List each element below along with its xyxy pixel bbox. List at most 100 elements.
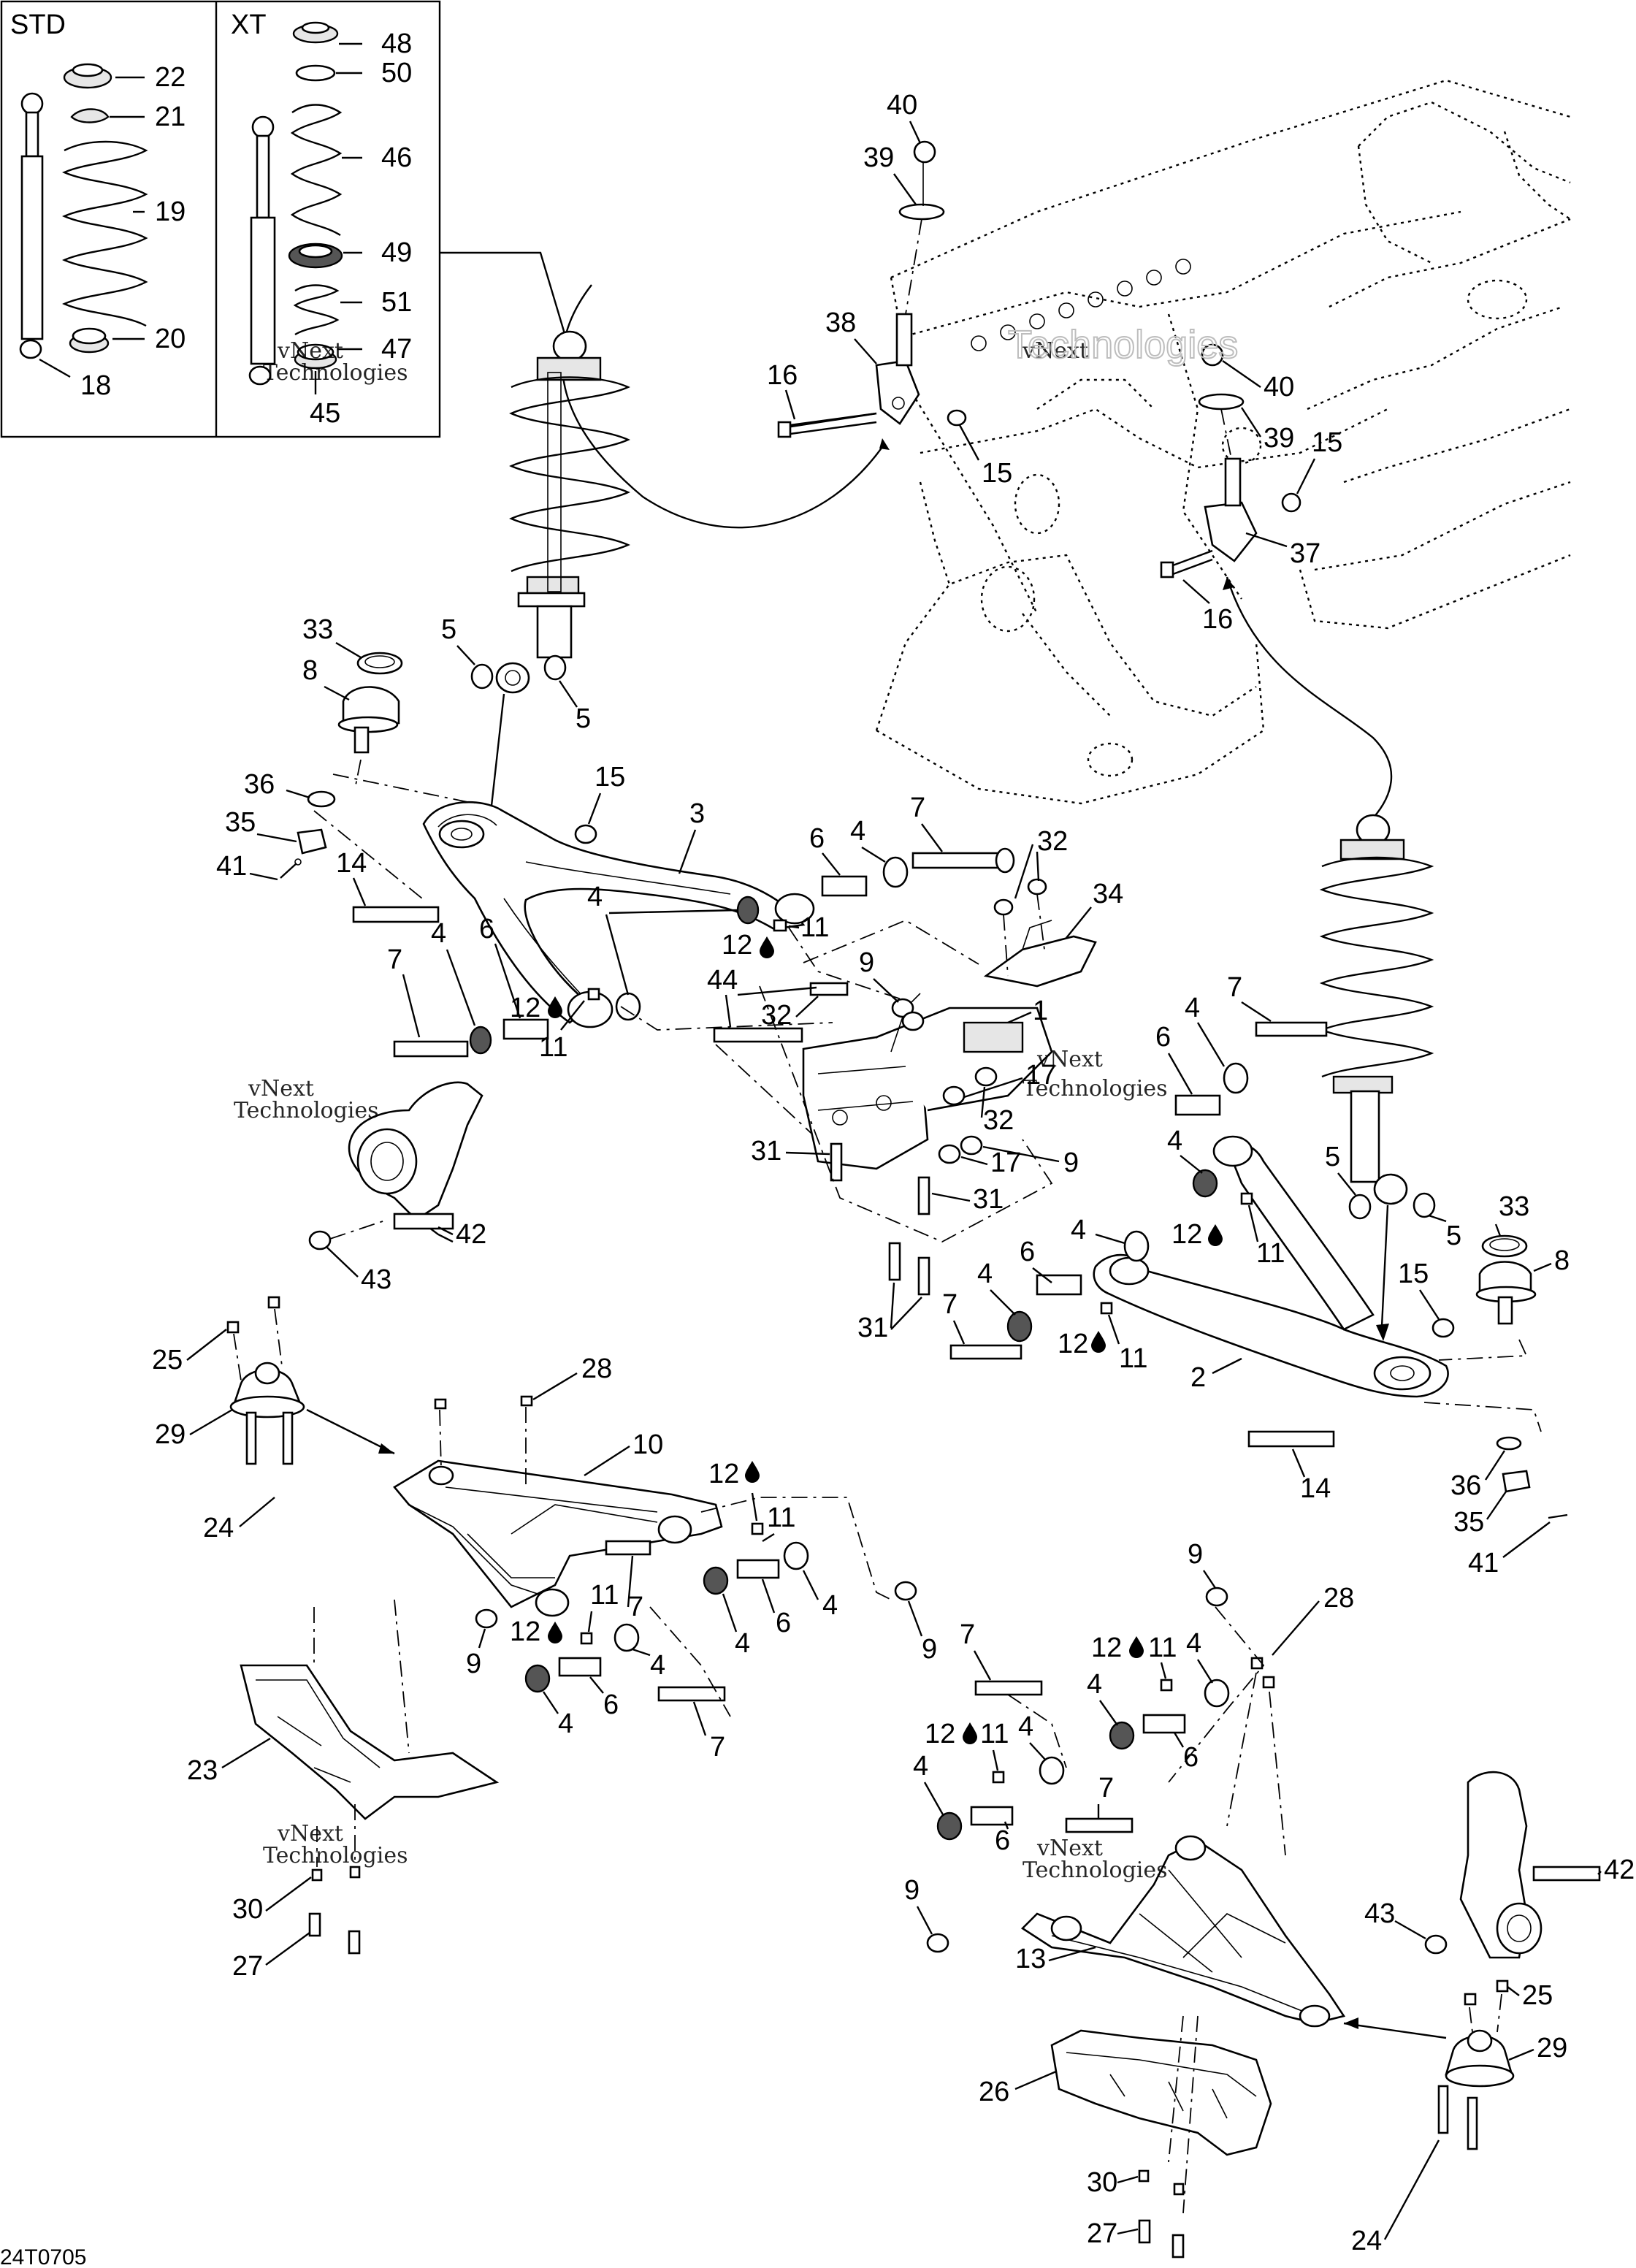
callout-11-h: 11 — [980, 1719, 1009, 1749]
callout-9-d: 9 — [922, 1634, 937, 1665]
callout-2: 2 — [1190, 1362, 1206, 1393]
callout-31-b: 31 — [973, 1184, 1004, 1215]
callout-10: 10 — [632, 1429, 663, 1460]
callout-9-a: 9 — [859, 947, 874, 978]
callout-11-c: 11 — [1256, 1238, 1285, 1269]
bushing-4-c — [469, 1026, 492, 1055]
callout-7-f: 7 — [710, 1732, 725, 1763]
nut-9-g — [926, 1933, 949, 1953]
callout-40-top: 40 — [887, 90, 917, 121]
cotter-pin-41-right — [1548, 1513, 1568, 1519]
std-spring-retainer — [70, 108, 110, 123]
svg-text:vNext: vNext — [277, 1821, 343, 1847]
callout-11-e: 11 — [767, 1503, 795, 1533]
callout-25-left: 25 — [152, 1345, 183, 1375]
grease-fitting-11-f — [580, 1632, 593, 1645]
callout-5-d: 5 — [1446, 1221, 1461, 1251]
front-center-bracket — [802, 993, 1053, 1170]
callout-17-a: 17 — [1025, 1060, 1056, 1091]
callout-39-mid: 39 — [1264, 423, 1294, 454]
callout-35-right: 35 — [1453, 1507, 1484, 1538]
callout-13: 13 — [1015, 1944, 1046, 1974]
bolt-44 — [713, 1027, 803, 1043]
sleeve-6-g — [1142, 1714, 1186, 1734]
callout-6-h: 6 — [995, 1825, 1010, 1856]
nut-28-d — [1262, 1676, 1275, 1689]
nut-9-b — [901, 1011, 925, 1031]
callout-4-k: 4 — [558, 1708, 573, 1739]
callout-41-right: 41 — [1468, 1548, 1499, 1578]
callout-35-left: 35 — [225, 807, 256, 838]
xt-upper-spring — [290, 104, 343, 237]
nut-9-a — [891, 998, 914, 1018]
xt-inset-title: XT — [231, 9, 267, 40]
bushing-4-o — [1039, 1756, 1065, 1785]
nut-25-d — [1496, 1979, 1509, 1993]
bushing-4-m — [1204, 1679, 1230, 1708]
nut-9-c — [960, 1135, 983, 1156]
callout-21: 21 — [155, 102, 186, 132]
callout-12-e: 12 — [708, 1459, 739, 1489]
nut-15-mid — [1281, 492, 1301, 513]
callout-11-d: 11 — [1119, 1343, 1147, 1374]
nut-28-a — [434, 1398, 447, 1410]
washer-39-mid — [1198, 393, 1245, 411]
callout-5-c: 5 — [1325, 1142, 1340, 1172]
sleeve-6-f — [558, 1657, 602, 1677]
callout-42-right: 42 — [1604, 1855, 1635, 1885]
screw-27-b — [348, 1930, 361, 1955]
callout-11-f: 11 — [590, 1580, 619, 1611]
callout-9-b: 9 — [1063, 1148, 1079, 1178]
nut-32-b — [1027, 878, 1047, 896]
lower-a-arm-left — [393, 1459, 723, 1617]
bushing-4-i — [703, 1566, 729, 1595]
callout-6-f: 6 — [603, 1689, 619, 1720]
callout-49: 49 — [381, 237, 412, 268]
grease-fitting-11-a — [773, 919, 787, 932]
callout-27-right: 27 — [1087, 2218, 1117, 2249]
callout-4-b: 4 — [587, 882, 603, 912]
bushing-4-l — [614, 1623, 640, 1652]
sleeve-6-c — [1174, 1094, 1221, 1116]
skid-plate-bracket-34 — [983, 920, 1097, 988]
callout-12-h: 12 — [925, 1719, 955, 1749]
skid-plate-right — [1050, 2029, 1272, 2156]
washer-30-a — [311, 1868, 323, 1882]
steering-knuckle-left — [348, 1081, 483, 1243]
bolt-7-f — [657, 1686, 726, 1702]
bushing-4-b — [882, 856, 909, 888]
bolt-7-d — [949, 1344, 1022, 1360]
lower-a-arm-right — [1020, 1835, 1346, 2028]
callout-9-c: 9 — [466, 1649, 481, 1679]
callout-27-left: 27 — [232, 1951, 263, 1982]
bolt-24-a — [245, 1411, 257, 1465]
svg-text:vNext: vNext — [1036, 1047, 1103, 1072]
bolt-24-c — [1437, 2085, 1449, 2134]
callout-31-a: 31 — [751, 1136, 781, 1167]
bolt-7-e — [605, 1540, 651, 1556]
callout-32-c: 32 — [983, 1105, 1014, 1136]
callout-9-f: 9 — [904, 1875, 920, 1906]
nut-40-mid — [1201, 343, 1224, 367]
callout-9-e: 9 — [1188, 1539, 1203, 1570]
svg-text:Technologies: Technologies — [1022, 1076, 1168, 1101]
callout-6-d: 6 — [1020, 1237, 1035, 1267]
callout-4-m: 4 — [1087, 1669, 1102, 1700]
bolt-7-a — [911, 852, 1002, 869]
callout-39-top: 39 — [863, 142, 894, 173]
svg-text:vNext: vNext — [277, 338, 343, 364]
callout-15-right-arm: 15 — [1398, 1259, 1429, 1289]
callout-41-left: 41 — [216, 851, 247, 882]
callout-3: 3 — [689, 798, 705, 829]
callout-7-h: 7 — [1098, 1773, 1114, 1803]
callout-50: 50 — [381, 58, 412, 88]
callout-4-c: 4 — [431, 918, 446, 949]
shock-mount-bracket-right — [1204, 457, 1258, 562]
callout-15-mid: 15 — [1312, 427, 1342, 458]
callout-34: 34 — [1093, 879, 1123, 909]
lower-ball-joint-left — [229, 1362, 305, 1419]
screw-27-d — [1171, 2234, 1185, 2259]
bushing-4-h — [1006, 1310, 1033, 1343]
callout-37: 37 — [1290, 538, 1320, 569]
